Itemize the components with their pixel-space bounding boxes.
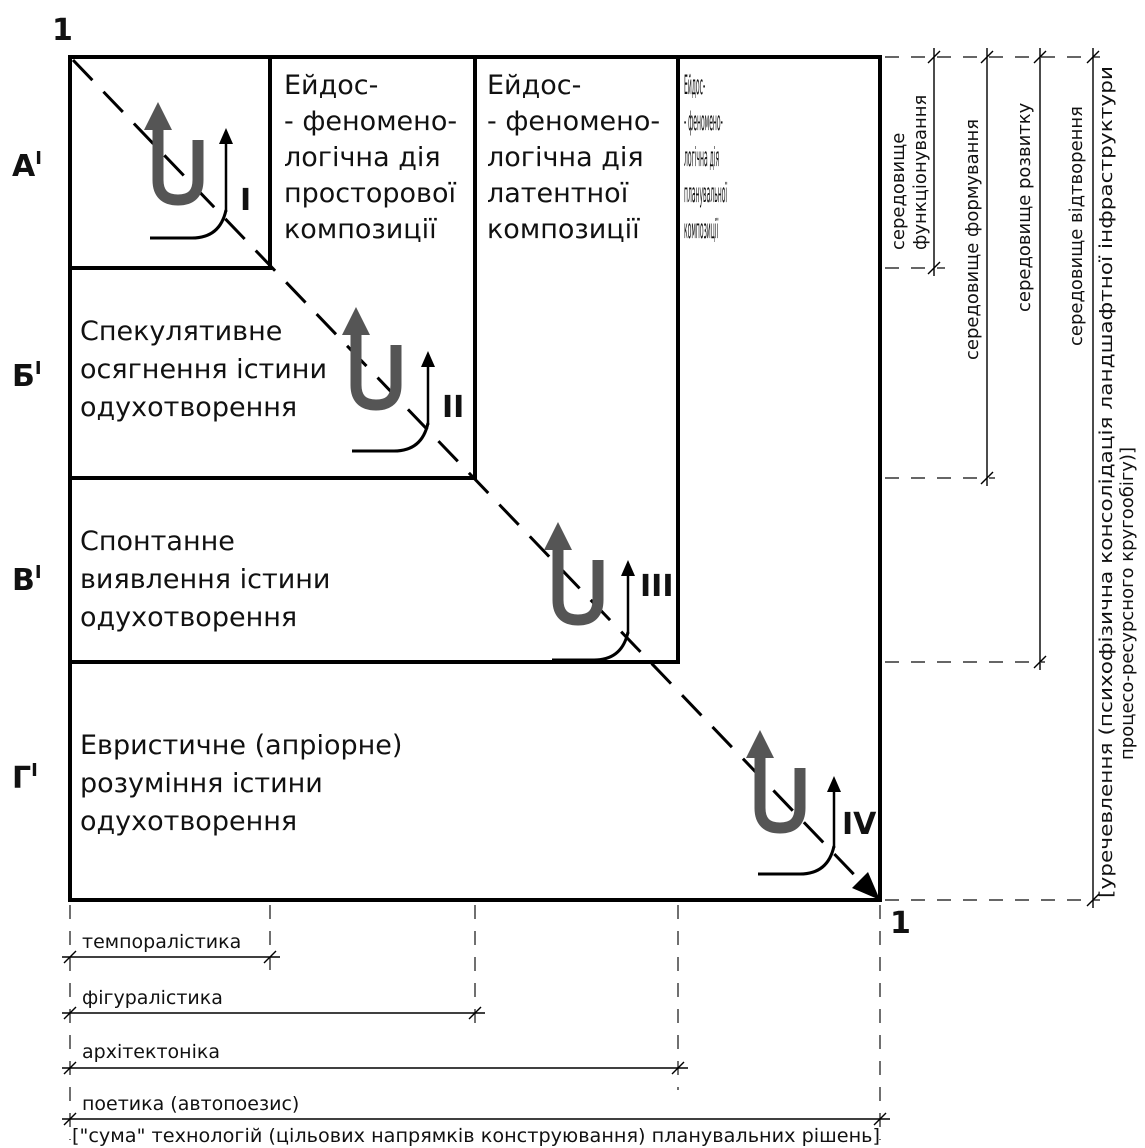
stage-label-4: IV: [842, 807, 877, 842]
row-b-line1: Спекулятивне: [80, 316, 282, 347]
u-turn-arrowhead-icon: [544, 522, 572, 550]
corner-label-top-left: 1: [52, 13, 73, 48]
col3-line2: - феномено-: [684, 106, 723, 137]
col1-line1: Ейдос-: [284, 70, 378, 101]
right-dimensions: середовище функціонування середовище фор…: [885, 48, 1138, 908]
u-turn-icon: [350, 333, 402, 411]
svg-text:АI: АI: [12, 148, 42, 184]
svg-text:середовище функціонуванн: середовище функціонування: [888, 95, 931, 250]
row-label-b-sup: I: [35, 358, 42, 379]
diagonal-arrowhead: [852, 872, 880, 900]
row-label-g: Г: [12, 761, 31, 796]
u-turn-icon: [754, 756, 806, 834]
svg-text:[уречевлення (психофізична кон: [уречевлення (психофізична консолідація …: [1096, 66, 1117, 898]
svg-text:БI: БI: [12, 358, 42, 394]
row-v-line3: одухотворення: [80, 602, 297, 633]
svg-text:Ейдос- - феномено-: Ейдос- - феномено- логічна дія просторов…: [284, 70, 466, 245]
dim-figuralistics: фігуралістика: [82, 987, 223, 1009]
row-v-line2: виявлення істини: [80, 564, 330, 595]
svg-text:Спонтанне виявлення істи: Спонтанне виявлення істини одухотворення: [80, 526, 339, 633]
u-turn-icon: [152, 128, 204, 206]
col3-line5: композиції: [684, 214, 718, 245]
curve-icon: [552, 631, 630, 662]
svg-text:Евристичне (апріорне) ро: Евристичне (апріорне) розуміння істини о…: [80, 730, 411, 837]
stage-icon-3: III: [544, 522, 674, 662]
dim-env-forming: середовище формування: [962, 119, 983, 360]
stage-label-2: II: [442, 390, 464, 425]
corner-label-bottom-right: 1: [890, 906, 911, 941]
svg-text:Ейдос- - феномено-: Ейдос- - феномено- логічна дія плануваль…: [684, 70, 729, 245]
col3-line3: логічна дія: [684, 142, 719, 173]
row-label-v-sup: I: [35, 562, 42, 583]
stage-icon-2: II: [342, 307, 464, 453]
dim-architectonics: архітектоніка: [82, 1041, 220, 1063]
dim-materialization-1: [уречевлення (психофізична консолідація …: [1096, 66, 1117, 898]
row-texts: Спекулятивне осягнення істини одухотворе…: [80, 316, 411, 837]
col1-line2: - феномено-: [284, 106, 457, 137]
row-g-line3: одухотворення: [80, 806, 297, 837]
dim-materialization-2: процесо-ресурсного кругообігу)]: [1117, 447, 1138, 760]
dim-env-reproduction: середовище відтворення: [1066, 106, 1087, 346]
col1-line5: композиції: [284, 214, 437, 245]
col2-line2: - феномено-: [487, 106, 660, 137]
col1-line4: просторової: [284, 178, 456, 209]
col3-line1: Ейдос-: [684, 70, 705, 101]
svg-text:Спекулятивне осягнення і: Спекулятивне осягнення істини одухотворе…: [80, 316, 336, 423]
u-turn-arrowhead-icon: [746, 730, 774, 758]
curve-icon: [352, 422, 430, 453]
row-label-a-sup: I: [35, 148, 42, 169]
dim-env-functioning-2: функціонування: [910, 95, 931, 250]
dim-env-development: середовище розвитку: [1014, 102, 1035, 312]
frame: [68, 55, 882, 902]
row-g-line1: Евристичне (апріорне): [80, 730, 402, 761]
stage-label-1: I: [240, 183, 251, 218]
row-v-line1: Спонтанне: [80, 526, 235, 557]
col2-line3: логічна дія: [487, 142, 644, 173]
dim-env-functioning-1: середовище: [888, 133, 909, 250]
row-g-line2: розуміння істини: [80, 768, 323, 799]
dim-temporalistics: темпоралістика: [82, 931, 241, 953]
svg-text:процесо-ресурсного кругообігу): процесо-ресурсного кругообігу)]: [1117, 447, 1138, 760]
u-turn-arrowhead-icon: [144, 102, 172, 130]
col1-line3: логічна дія: [284, 142, 441, 173]
dim-sum-of-technologies: ["сума" технологій (цільових напрямків к…: [72, 1125, 880, 1147]
bottom-dimensions: темпоралістика фігуралістика архітектоні…: [62, 905, 890, 1147]
col3-line4: планувальної: [684, 178, 727, 209]
col2-line4: латентної: [487, 178, 629, 209]
svg-text:ВI: ВI: [12, 562, 42, 598]
row-label-a: А: [12, 149, 36, 184]
col2-line1: Ейдос-: [487, 70, 581, 101]
stage-icon-4: IV: [746, 730, 877, 876]
svg-text:ГI: ГI: [12, 760, 38, 796]
stage-icon-1: I: [144, 102, 251, 240]
u-turn-arrowhead-icon: [342, 307, 370, 335]
curve-icon: [758, 845, 836, 876]
row-label-b: Б: [12, 359, 35, 394]
row-labels: АI БI ВI ГI: [12, 148, 42, 796]
curve-icon: [150, 209, 228, 240]
row-label-v: В: [12, 563, 35, 598]
stage-label-3: III: [640, 569, 674, 604]
row-b-line3: одухотворення: [80, 392, 297, 423]
column-texts: Ейдос- - феномено- логічна дія просторов…: [284, 70, 729, 245]
diagonal-arrow: [71, 58, 867, 888]
row-b-line2: осягнення істини: [80, 354, 327, 385]
u-turn-icon: [552, 548, 604, 626]
row-label-g-sup: I: [31, 760, 38, 781]
dim-poetics: поетика (автопоезис): [82, 1093, 299, 1115]
svg-text:Ейдос- - феномено-: Ейдос- - феномено- логічна дія латентної…: [487, 70, 669, 245]
col2-line5: композиції: [487, 214, 640, 245]
